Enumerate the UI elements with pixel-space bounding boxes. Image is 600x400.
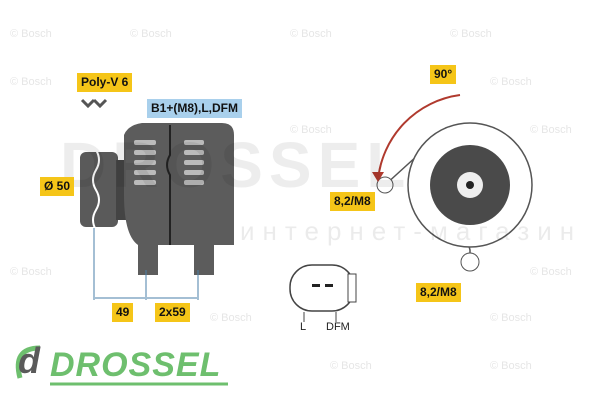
bosch-watermark: © Bosch	[530, 124, 572, 136]
terminals-label: B1+(M8),L,DFM	[147, 99, 242, 118]
belt-label: Poly-V 6	[77, 73, 133, 92]
shaft	[466, 181, 474, 189]
pin-dfm-label: DFM	[326, 321, 350, 333]
rotation-arrow	[377, 94, 461, 181]
drossel-watermark: DROSSEL	[60, 129, 412, 201]
poly-v-icon	[80, 98, 108, 109]
mount-bottom-label: 8,2/M8	[416, 283, 461, 302]
pulley	[80, 152, 118, 227]
bosch-watermark: © Bosch	[490, 76, 532, 88]
alternator-side-view	[80, 98, 234, 300]
housing-seam	[166, 125, 171, 245]
dimension-2x59-label: 2x59	[155, 303, 190, 322]
bosch-watermark: © Bosch	[450, 28, 492, 40]
dimension-lines	[93, 228, 199, 300]
bosch-watermark: © Bosch	[10, 76, 52, 88]
logo-d: d	[18, 340, 40, 381]
dimension-49-label: 49	[112, 303, 134, 322]
mount-hole-left	[376, 176, 394, 194]
cooling-fins	[134, 140, 204, 185]
bosch-watermark: © Bosch	[490, 360, 532, 372]
bosch-watermark: © Bosch	[10, 28, 52, 40]
bosch-watermark: © Bosch	[330, 360, 372, 372]
bosch-watermark: © Bosch	[490, 312, 532, 324]
pulley-diameter-label: Ø 50	[40, 177, 75, 196]
connector-plug	[289, 264, 357, 322]
pin-l-label: L	[300, 321, 307, 333]
angle-label: 90°	[430, 65, 457, 84]
bosch-watermark: © Bosch	[130, 28, 172, 40]
shop-watermark: интернет-магазин	[240, 216, 583, 246]
bosch-watermark: © Bosch	[10, 266, 52, 278]
mount-hole-bottom	[460, 252, 480, 272]
drossel-logo-mark	[15, 345, 228, 386]
drossel-logo: DROSSEL	[50, 346, 222, 384]
break-line	[92, 149, 100, 231]
bosch-watermark: © Bosch	[290, 28, 332, 40]
arrow-head	[372, 172, 384, 182]
alternator-front-view	[372, 94, 533, 272]
bosch-watermark: © Bosch	[290, 124, 332, 136]
mount-left-label: 8,2/M8	[330, 192, 375, 211]
bosch-watermark: © Bosch	[530, 266, 572, 278]
bosch-watermark: © Bosch	[210, 312, 252, 324]
pulley-hub	[116, 160, 126, 220]
